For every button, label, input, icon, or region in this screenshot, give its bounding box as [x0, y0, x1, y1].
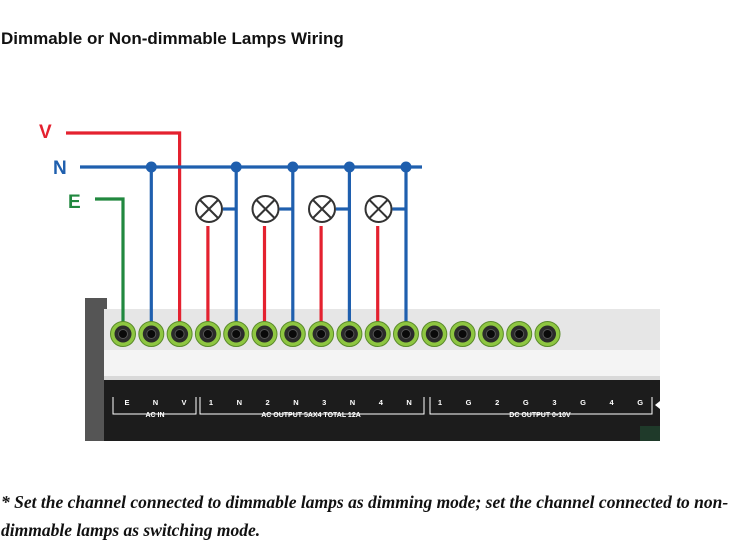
lamp-icon	[195, 195, 223, 223]
bus-junction-dot	[343, 161, 355, 173]
dc-output-terminal-label: 2	[495, 398, 499, 407]
label-panel	[104, 380, 660, 441]
terminal-screw	[138, 321, 165, 347]
e-wire	[95, 197, 125, 334]
rail-shadow	[104, 350, 660, 378]
terminal-screw	[336, 321, 363, 347]
ac-output-group-label: AC OUTPUT 5AX4 TOTAL 12A	[261, 412, 361, 419]
ac-output-terminal-label: N	[237, 398, 242, 407]
wire-label-n: N	[53, 158, 67, 179]
lamps	[195, 195, 393, 223]
panel-indicator	[640, 426, 660, 441]
terminal-screw	[534, 321, 561, 347]
terminal-screw	[279, 321, 306, 347]
housing-left-edge	[85, 298, 107, 441]
ac-in-group-label: AC IN	[145, 412, 164, 419]
ac-in-terminal-label: N	[153, 398, 158, 407]
terminal-labels: E N V AC IN 1 N 2 N 3 N 4 N AC OUTPUT 5AX4 TOTAL 12A…	[112, 397, 660, 419]
dc-output-terminal-label: 4	[610, 398, 615, 407]
wire-label-v: V	[39, 122, 52, 143]
terminal-screw	[308, 321, 335, 347]
lamp-icon	[308, 195, 336, 223]
dc-output-terminal-label: G	[466, 398, 472, 407]
ac-output-terminal-label: 2	[266, 398, 270, 407]
terminal-screw	[194, 321, 221, 347]
terminal-screw	[506, 321, 533, 347]
terminal-block	[110, 321, 561, 347]
dc-output-terminal-label: 1	[438, 398, 442, 407]
terminal-screw	[251, 321, 278, 347]
panel-arrow-icon	[655, 401, 660, 409]
dc-output-bracket	[429, 397, 653, 415]
terminal-screw	[449, 321, 476, 347]
ac-output-terminal-label: N	[293, 398, 298, 407]
terminal-screw	[223, 321, 250, 347]
dc-output-terminal-label: G	[637, 398, 643, 407]
terminal-screw	[477, 321, 504, 347]
ac-in-terminal-label: V	[181, 398, 186, 407]
dc-output-terminal-label: 3	[552, 398, 556, 407]
terminal-screw	[393, 321, 419, 347]
bus-junction-dot	[287, 161, 299, 173]
bus-junction-dot	[145, 161, 157, 173]
ac-in-bracket	[112, 397, 197, 415]
ac-output-terminal-label: N	[406, 398, 411, 407]
bus-junction-dot	[230, 161, 242, 173]
rail-lip	[104, 376, 660, 382]
bus-junction-dot	[400, 161, 412, 173]
ac-output-terminal-label: N	[350, 398, 355, 407]
footnote: * Set the channel connected to dimmable …	[1, 492, 729, 540]
terminal-screw	[421, 321, 448, 347]
device-housing	[85, 298, 660, 441]
lamp-icon	[251, 195, 280, 223]
wires	[66, 131, 422, 334]
page-title: Dimmable or Non-dimmable Lamps Wiring	[1, 29, 344, 48]
ac-output-terminal-label: 1	[209, 398, 213, 407]
ac-output-bracket	[199, 397, 425, 415]
lamp-icon	[364, 195, 393, 223]
terminal-screw	[364, 321, 391, 347]
dc-output-terminal-label: G	[580, 398, 586, 407]
wire-label-e: E	[68, 192, 81, 213]
v-wire	[66, 131, 182, 334]
terminal-screw	[166, 321, 193, 347]
ac-output-terminal-label: 4	[379, 398, 384, 407]
dc-output-group-label: DC OUTPUT 0-10V	[509, 412, 571, 419]
ac-output-terminal-label: 3	[322, 398, 326, 407]
dc-output-terminal-label: G	[523, 398, 529, 407]
terminal-screw	[110, 321, 136, 347]
ac-in-terminal-label: E	[124, 398, 129, 407]
